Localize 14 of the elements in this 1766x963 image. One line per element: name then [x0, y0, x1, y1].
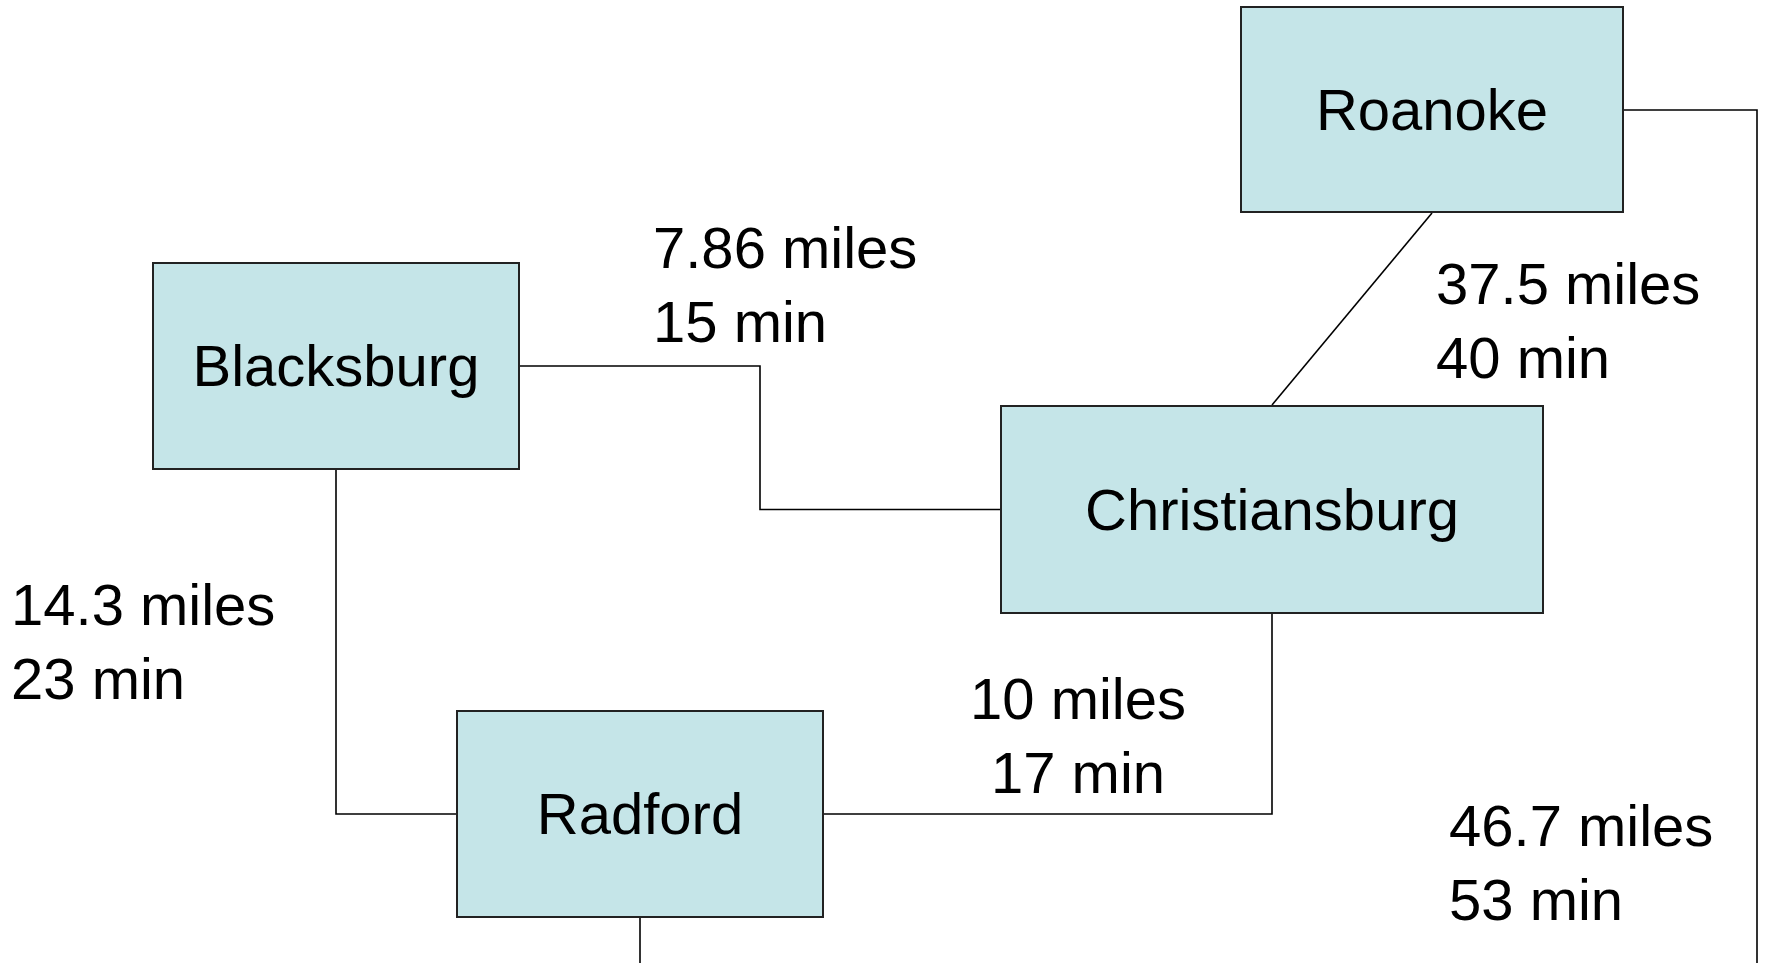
city-name: Christiansburg: [1085, 476, 1459, 543]
connector-line: [639, 917, 641, 963]
city-box: [456, 710, 824, 918]
connector-line: [823, 613, 1273, 815]
city-name: Roanoke: [1315, 76, 1549, 143]
city-box: [152, 262, 520, 470]
connector-line: [1623, 109, 1758, 963]
city-name: Radford: [536, 781, 744, 847]
connector-line: [335, 469, 457, 815]
connector-line: [1271, 212, 1433, 406]
city-name: Blacksburg: [192, 333, 480, 399]
city-box: [1000, 405, 1544, 614]
city-box: [1240, 6, 1624, 213]
connector-line: [519, 365, 1001, 511]
